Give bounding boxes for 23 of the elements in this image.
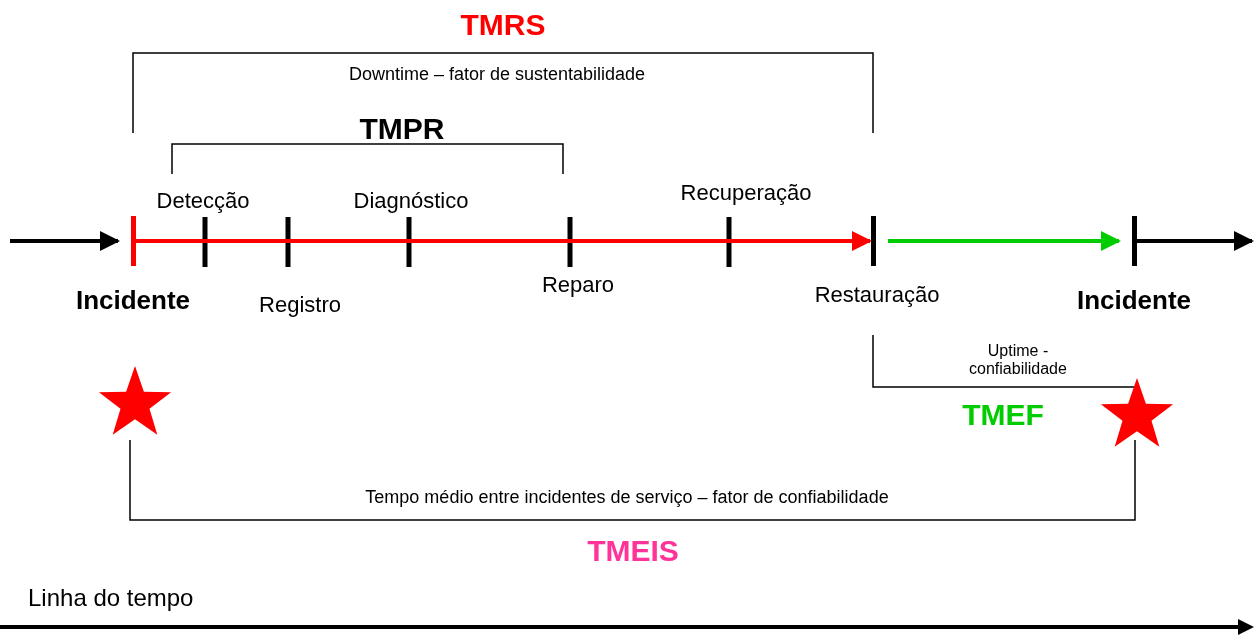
text-label: Recuperação <box>680 180 812 206</box>
text-label: Diagnóstico <box>353 188 469 214</box>
text-label: Reparo <box>541 272 615 298</box>
event-tick <box>131 216 136 266</box>
event-tick <box>871 216 876 266</box>
text-label: Incidente <box>1076 286 1192 316</box>
text-label: Incidente <box>75 286 191 316</box>
text-label: Tempo médio entre incidentes de serviço – fator de confiabilidade <box>365 487 889 508</box>
text-label: TMEIS <box>587 534 679 569</box>
text-label: Uptime - confiabilidade <box>968 342 1068 379</box>
arrow <box>888 231 1121 251</box>
text-label: Linha do tempo <box>28 584 194 612</box>
arrow <box>1137 231 1254 251</box>
event-tick <box>1132 216 1137 266</box>
text-label: TMRS <box>460 8 546 43</box>
text-label: TMPR <box>359 112 445 147</box>
text-label: Detecção <box>156 188 250 214</box>
text-label: Restauração <box>814 282 940 308</box>
arrow <box>10 231 120 251</box>
arrow <box>136 231 872 251</box>
text-label: Registro <box>259 292 341 318</box>
text-label: TMEF <box>962 398 1044 433</box>
text-label: Downtime – fator de sustentabilidade <box>348 64 646 85</box>
